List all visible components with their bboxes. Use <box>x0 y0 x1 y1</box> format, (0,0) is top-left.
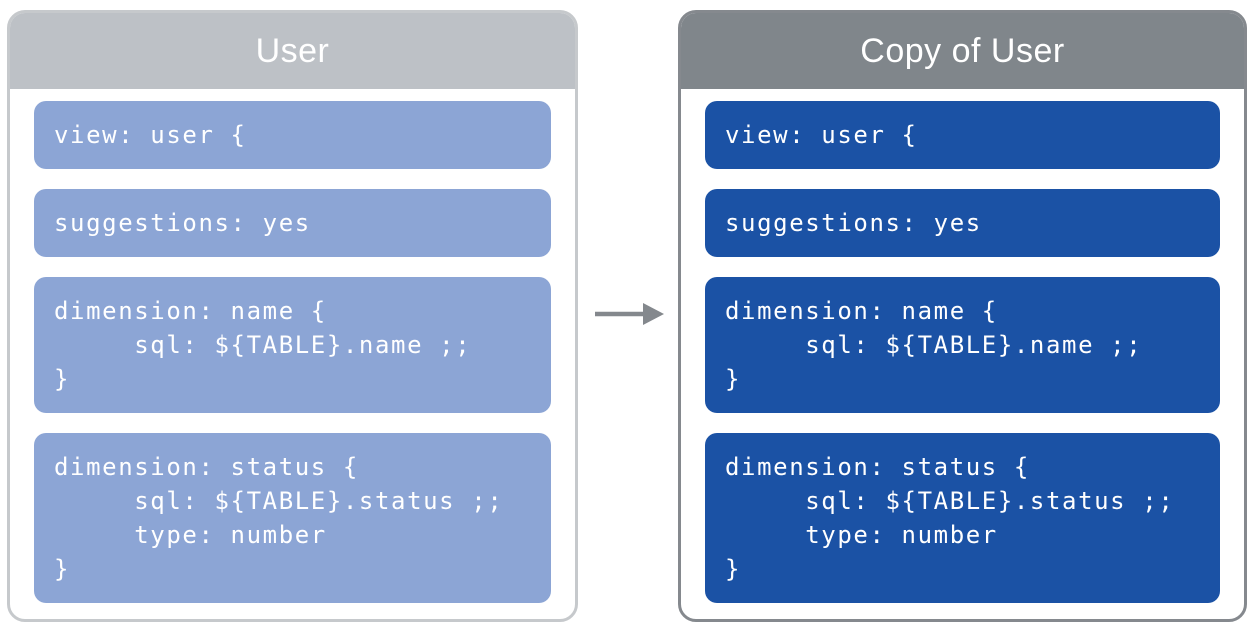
code-text-dimension-status-copy: dimension: status { sql: ${TABLE}.status… <box>725 453 1175 583</box>
right-arrow-icon <box>595 303 664 325</box>
code-text-dimension-name: dimension: name { sql: ${TABLE}.name ;; … <box>54 297 472 393</box>
code-text-dimension-status: dimension: status { sql: ${TABLE}.status… <box>54 453 504 583</box>
panel-user-body: view: user { suggestions: yes dimension:… <box>10 89 575 619</box>
panel-copy-header: Copy of User <box>681 13 1244 89</box>
code-text-suggestions-copy: suggestions: yes <box>725 209 982 237</box>
panel-user-title: User <box>255 31 330 70</box>
code-block-dimension-name: dimension: name { sql: ${TABLE}.name ;; … <box>34 277 551 413</box>
code-text-view-copy: view: user { <box>725 121 918 149</box>
code-block-dimension-status: dimension: status { sql: ${TABLE}.status… <box>34 433 551 603</box>
panel-copy-body: view: user { suggestions: yes dimension:… <box>681 89 1244 619</box>
code-text-suggestions: suggestions: yes <box>54 209 311 237</box>
code-block-suggestions: suggestions: yes <box>34 189 551 257</box>
panel-copy-title: Copy of User <box>860 31 1065 70</box>
panel-user: User view: user { suggestions: yes dimen… <box>7 10 578 622</box>
code-block-dimension-status-copy: dimension: status { sql: ${TABLE}.status… <box>705 433 1220 603</box>
panel-user-header: User <box>10 13 575 89</box>
code-block-dimension-name-copy: dimension: name { sql: ${TABLE}.name ;; … <box>705 277 1220 413</box>
code-block-view: view: user { <box>34 101 551 169</box>
code-text-view: view: user { <box>54 121 247 149</box>
code-block-suggestions-copy: suggestions: yes <box>705 189 1220 257</box>
panel-copy-of-user: Copy of User view: user { suggestions: y… <box>678 10 1247 622</box>
code-text-dimension-name-copy: dimension: name { sql: ${TABLE}.name ;; … <box>725 297 1143 393</box>
code-block-view-copy: view: user { <box>705 101 1220 169</box>
